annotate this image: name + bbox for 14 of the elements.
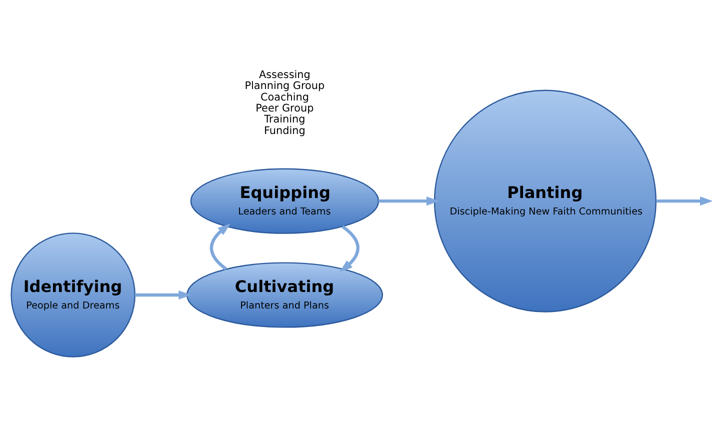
arrow: [340, 225, 360, 272]
arrow: [210, 224, 231, 270]
node-circle: Identifying People and Dreams: [10, 232, 136, 358]
label: Assessing: [258, 68, 310, 81]
label: Training: [264, 114, 306, 126]
label: Funding: [264, 124, 306, 137]
arrow: [134, 290, 192, 300]
arrow: [378, 196, 440, 206]
node-ellipse: Cultivating Planters and Plans: [186, 262, 384, 328]
arrow: [656, 196, 712, 206]
label: Peer Group: [256, 102, 314, 114]
label: Planning Group: [244, 80, 325, 92]
label: Coaching: [260, 91, 309, 104]
node-circle: Planting Disciple-Making New Faith Communities: [434, 90, 657, 312]
